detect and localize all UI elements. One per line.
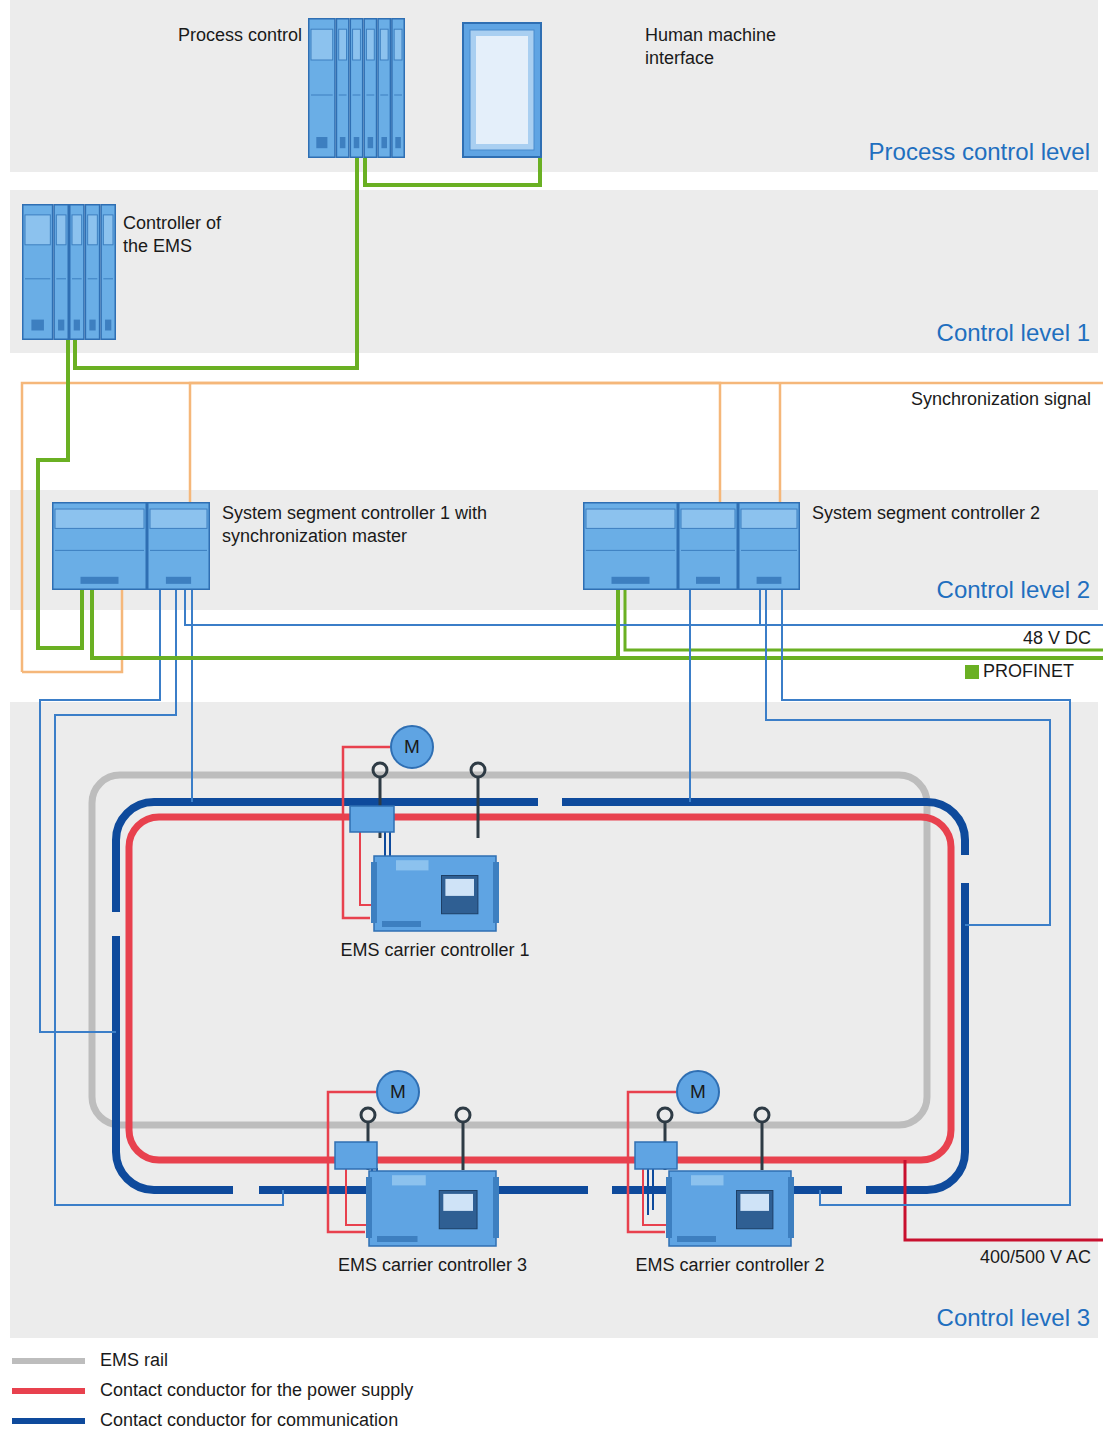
motor-circle: M	[676, 1070, 720, 1114]
plc-controller: System segment controller 2	[583, 502, 800, 590]
legend-text: EMS rail	[100, 1350, 168, 1371]
dc-wire	[782, 590, 1070, 1205]
gap	[109, 912, 123, 936]
connector	[343, 747, 390, 918]
level-band: Control level 2 System segment controller…	[10, 490, 1098, 610]
dc-wire	[689, 590, 691, 802]
motor-label: M	[690, 1081, 706, 1103]
gap	[588, 1183, 612, 1197]
level-label: Control level 1	[937, 319, 1090, 347]
plc-controller: System segment controller 1 with synchro…	[52, 502, 210, 590]
carrier-controller: EMS carrier controller 3	[365, 1165, 500, 1250]
device-picture	[583, 502, 800, 590]
device-label: EMS carrier controller 3	[338, 1254, 527, 1277]
level-band: Control level 1 Controller of the EMS	[10, 190, 1098, 353]
device-label: Process control	[178, 24, 302, 47]
level-label: Process control level	[869, 138, 1090, 166]
sync-bus	[22, 383, 1103, 672]
conductor-gaps	[109, 795, 972, 1197]
plc-controller: Process control	[308, 18, 405, 158]
carrier-controller: EMS carrier controller 2	[665, 1165, 795, 1250]
dc-wire	[55, 590, 283, 1205]
device-picture	[52, 502, 210, 590]
current-collector	[350, 806, 394, 832]
pole-ring	[658, 1108, 672, 1122]
current-collector	[635, 1142, 677, 1169]
pole-ring	[471, 763, 485, 777]
pole-ring	[361, 1108, 375, 1122]
sync-wiring	[22, 383, 1103, 672]
power-feed	[905, 1160, 1103, 1240]
sync-wire	[779, 383, 782, 502]
level-band: Process control level Process control Huma…	[10, 0, 1098, 172]
dc-wire	[759, 590, 761, 625]
device-picture	[462, 22, 542, 158]
device-label: EMS carrier controller 2	[635, 1254, 824, 1277]
gap	[538, 795, 562, 809]
hmi-panel: Human machine interface	[462, 22, 542, 158]
collector-wire	[372, 832, 653, 1215]
dc-wire	[191, 590, 193, 802]
device-label: Controller of the EMS	[123, 212, 243, 258]
voltage-label: 400/500 V AC	[980, 1247, 1091, 1268]
motor-circle: M	[390, 725, 434, 769]
device-picture	[308, 18, 405, 158]
ems-rail	[92, 775, 927, 1125]
power-conductor	[129, 817, 951, 1160]
connector	[38, 340, 82, 648]
dc-wiring	[40, 590, 1103, 1205]
legend-text: Contact conductor for communication	[100, 1410, 398, 1431]
collector-wire	[346, 832, 667, 1225]
carrier-controller: EMS carrier controller 1	[370, 850, 500, 935]
level-label: Control level 2	[937, 576, 1090, 604]
voltage-label: 48 V DC	[1023, 628, 1091, 649]
signal-label: Synchronization signal	[911, 389, 1091, 410]
communication-conductor	[116, 802, 965, 1190]
plc-controller: Controller of the EMS	[22, 204, 116, 340]
pole-ring	[456, 1108, 470, 1122]
legend-sample	[12, 1358, 85, 1364]
device-label: Human machine interface	[645, 24, 820, 70]
gap	[842, 1183, 866, 1197]
device-picture	[22, 204, 116, 340]
current-collector	[335, 1142, 377, 1169]
motor-circle: M	[376, 1070, 420, 1114]
connector	[92, 590, 618, 658]
motor-label: M	[390, 1081, 406, 1103]
legend-text: Contact conductor for the power supply	[100, 1380, 413, 1401]
pole	[368, 778, 762, 1170]
connector	[75, 158, 357, 368]
collectors	[335, 763, 769, 1225]
connector	[628, 1092, 676, 1232]
pole-ring	[373, 763, 387, 777]
legend-sample	[12, 1388, 85, 1394]
level-label: Control level 3	[937, 1304, 1090, 1332]
motor-label: M	[404, 736, 420, 758]
pole-ring	[755, 1108, 769, 1122]
legend-sample	[12, 1418, 85, 1424]
gap	[233, 1183, 259, 1197]
connector	[328, 1092, 376, 1232]
device-label: EMS carrier controller 1	[340, 939, 529, 962]
connector	[190, 383, 720, 502]
profinet-continuation	[625, 590, 1103, 650]
dc-wire	[766, 590, 1050, 925]
device-picture	[365, 1165, 500, 1250]
connector	[365, 158, 540, 185]
legend-swatch	[965, 665, 979, 679]
legend-text: PROFINET	[983, 661, 1074, 682]
dc-bus	[185, 590, 1103, 625]
device-label: System segment controller 1 with synchro…	[222, 502, 507, 548]
device-picture	[370, 850, 500, 935]
device-picture	[665, 1165, 795, 1250]
device-label: System segment controller 2	[812, 502, 1040, 525]
gap	[958, 855, 972, 883]
